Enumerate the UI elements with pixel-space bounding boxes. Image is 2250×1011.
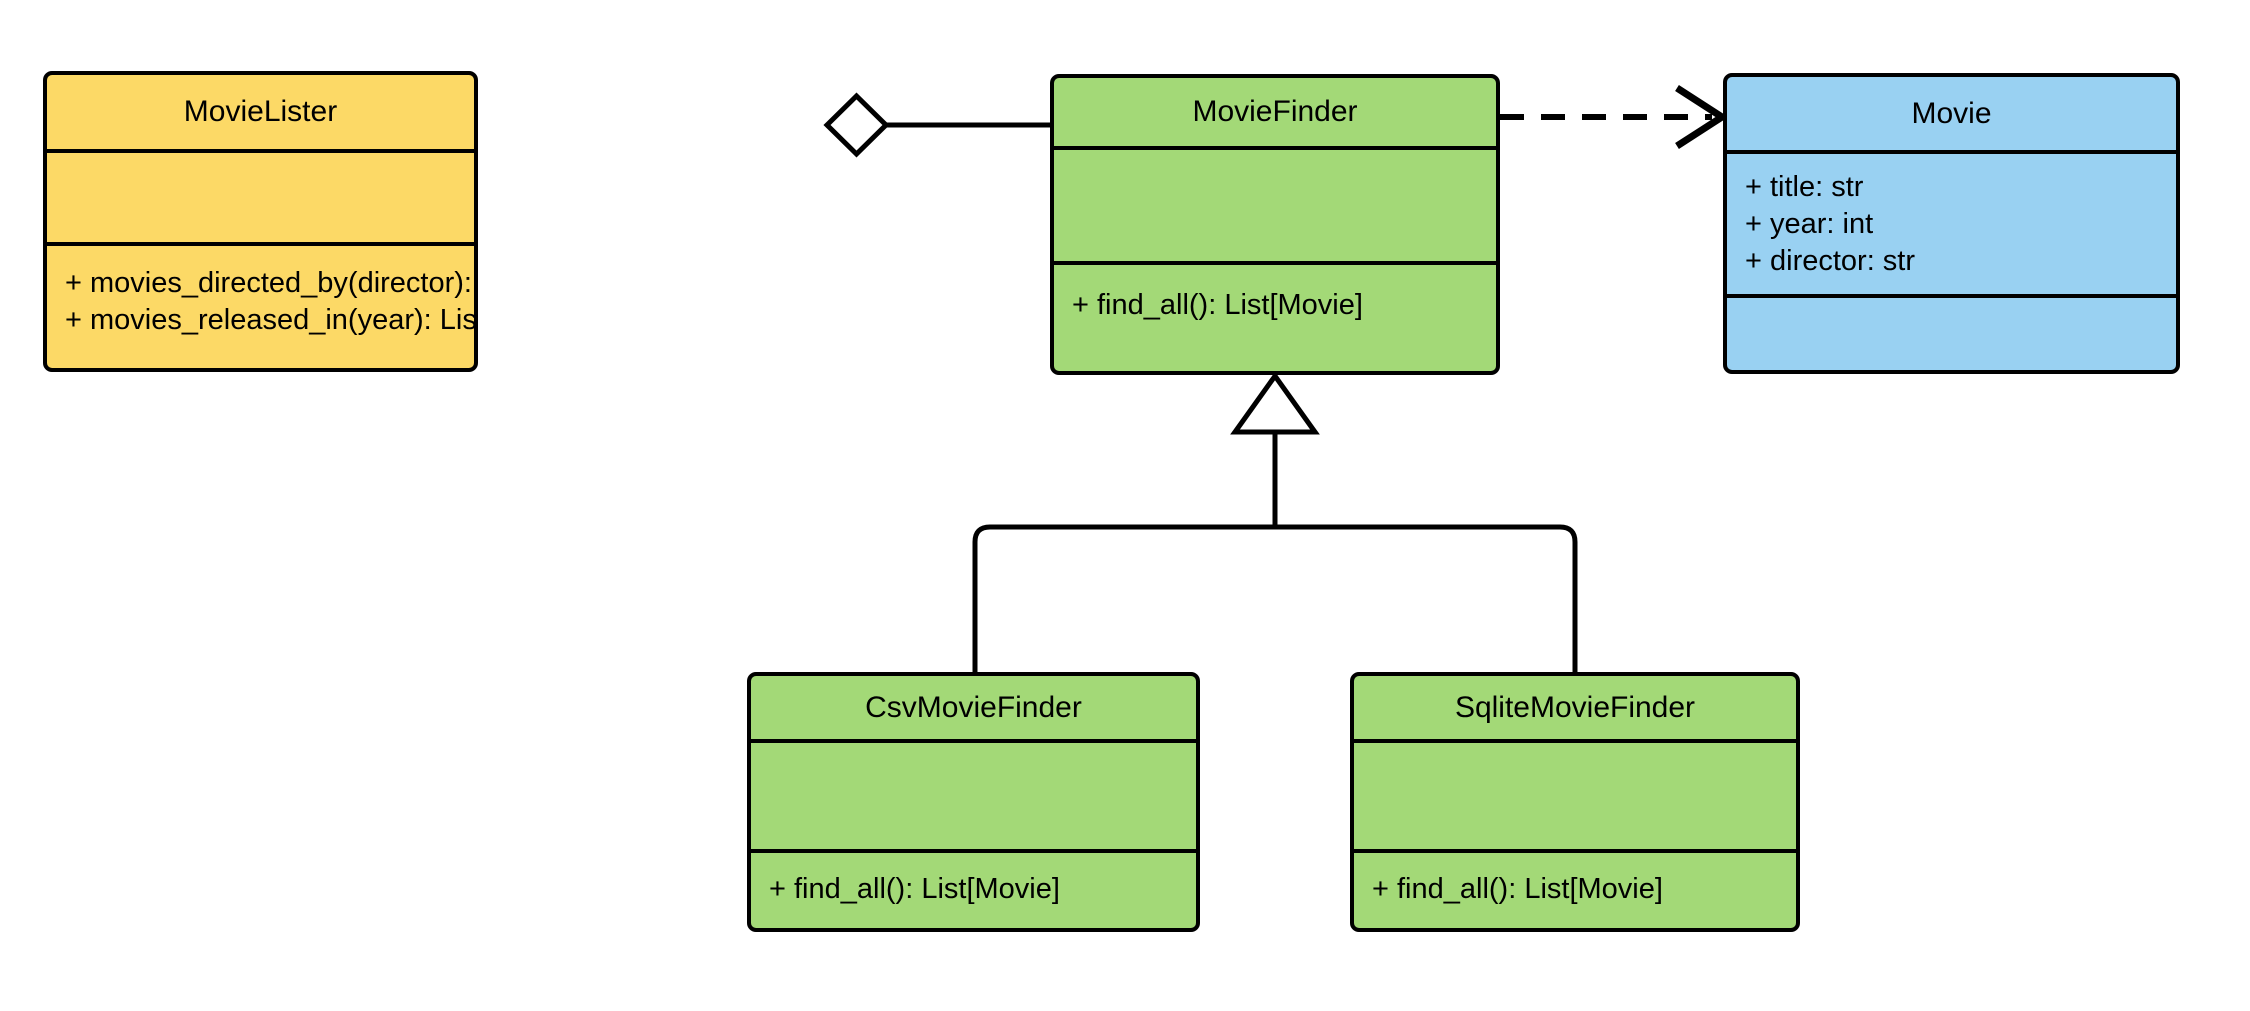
- method-item: + find_all(): List[Movie]: [1372, 873, 1663, 905]
- attribute-item: + director: str: [1745, 245, 1916, 278]
- aggregation-connector-movielister-moviefinder: [823, 92, 1052, 158]
- attributes-compartment-sqlitemoviefinder: [1354, 739, 1796, 849]
- attributes-compartment-movie: + title: str + year: int + director: str: [1727, 150, 2176, 294]
- methods-compartment-movie: [1727, 294, 2176, 370]
- hollow-triangle-icon: [1230, 371, 1320, 435]
- class-box-csvmoviefinder[interactable]: CsvMovieFinder + find_all(): List[Movie]: [747, 672, 1200, 932]
- attributes-compartment-movielister: [47, 149, 474, 242]
- generalization-bus: [972, 524, 1578, 672]
- attribute-item: + title: str: [1745, 171, 1864, 203]
- attribute-item: + year: int: [1745, 208, 1874, 241]
- open-arrowhead-icon: [1675, 85, 1729, 149]
- methods-compartment-moviefinder: + find_all(): List[Movie]: [1054, 261, 1496, 371]
- generalization-connector-group: [972, 371, 1578, 672]
- methods-compartment-csvmoviefinder: + find_all(): List[Movie]: [751, 849, 1196, 928]
- methods-compartment-movielister: + movies_directed_by(director): List[Mov…: [47, 242, 474, 368]
- class-box-movie[interactable]: Movie + title: str + year: int + directo…: [1723, 73, 2180, 374]
- attributes-compartment-csvmoviefinder: [751, 739, 1196, 849]
- class-name-csvmoviefinder: CsvMovieFinder: [865, 690, 1082, 724]
- class-box-sqlitemoviefinder[interactable]: SqliteMovieFinder + find_all(): List[Mov…: [1350, 672, 1800, 932]
- class-box-movielister[interactable]: MovieLister + movies_directed_by(directo…: [43, 71, 478, 372]
- hollow-diamond-icon: [823, 92, 890, 158]
- method-item: + movies_directed_by(director): List[Mov…: [65, 267, 474, 299]
- method-item: + find_all(): List[Movie]: [1072, 289, 1363, 321]
- dependency-connector-moviefinder-movie: [1500, 85, 1729, 149]
- class-name-moviefinder: MovieFinder: [1192, 95, 1358, 128]
- class-name-movielister: MovieLister: [183, 95, 338, 128]
- class-name-sqlitemoviefinder: SqliteMovieFinder: [1454, 690, 1696, 724]
- method-item: + movies_released_in(year): List[Movie]: [65, 304, 477, 337]
- method-item: + find_all(): List[Movie]: [769, 873, 1060, 905]
- methods-compartment-sqlitemoviefinder: + find_all(): List[Movie]: [1354, 849, 1796, 928]
- attributes-compartment-moviefinder: [1054, 146, 1496, 261]
- class-name-movie: Movie: [1911, 96, 1992, 130]
- class-box-moviefinder[interactable]: MovieFinder + find_all(): List[Movie]: [1050, 74, 1500, 375]
